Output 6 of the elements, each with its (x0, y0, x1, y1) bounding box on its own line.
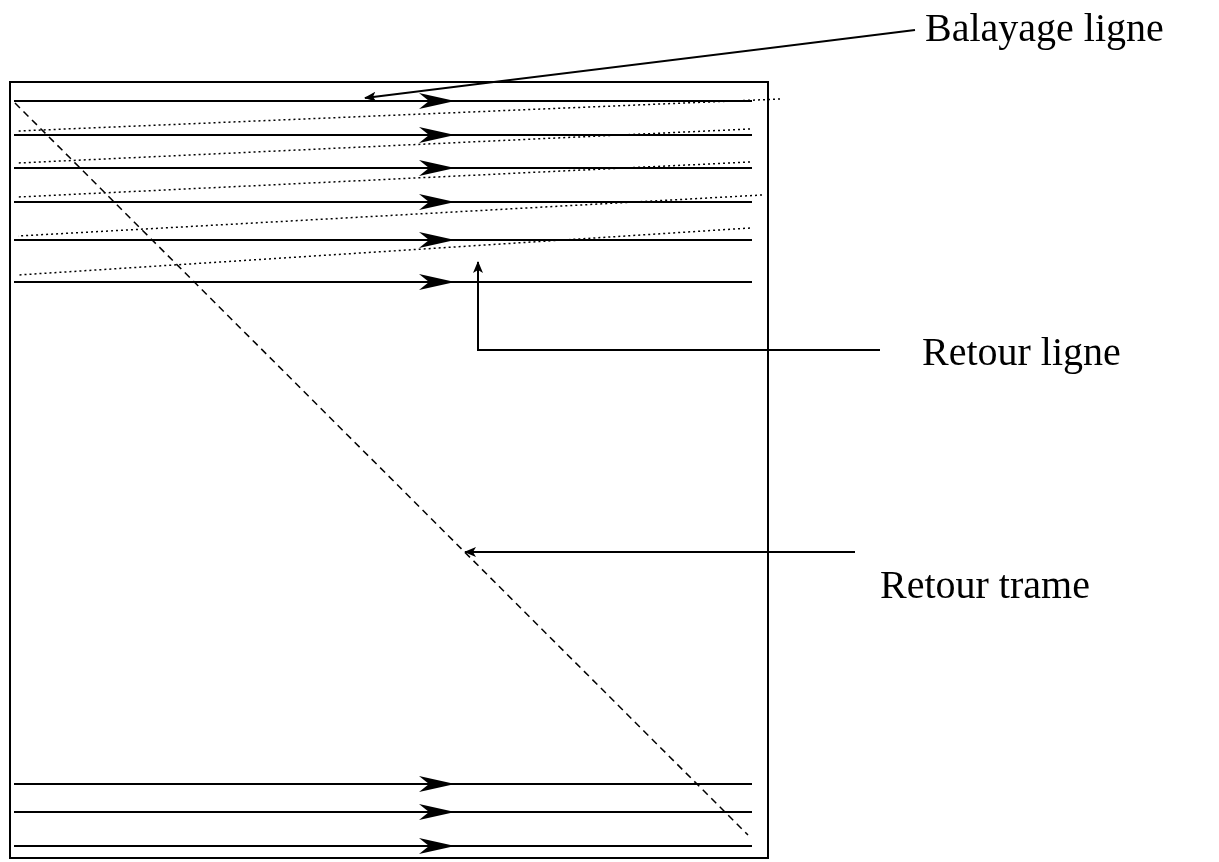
callout-label: Retour ligne (922, 332, 1121, 372)
callout-label: Balayage ligne (925, 8, 1164, 48)
leader-line (464, 547, 856, 557)
callout-label: Retour trame (880, 565, 1090, 605)
leader-line (473, 261, 881, 351)
leader-line (364, 29, 916, 102)
